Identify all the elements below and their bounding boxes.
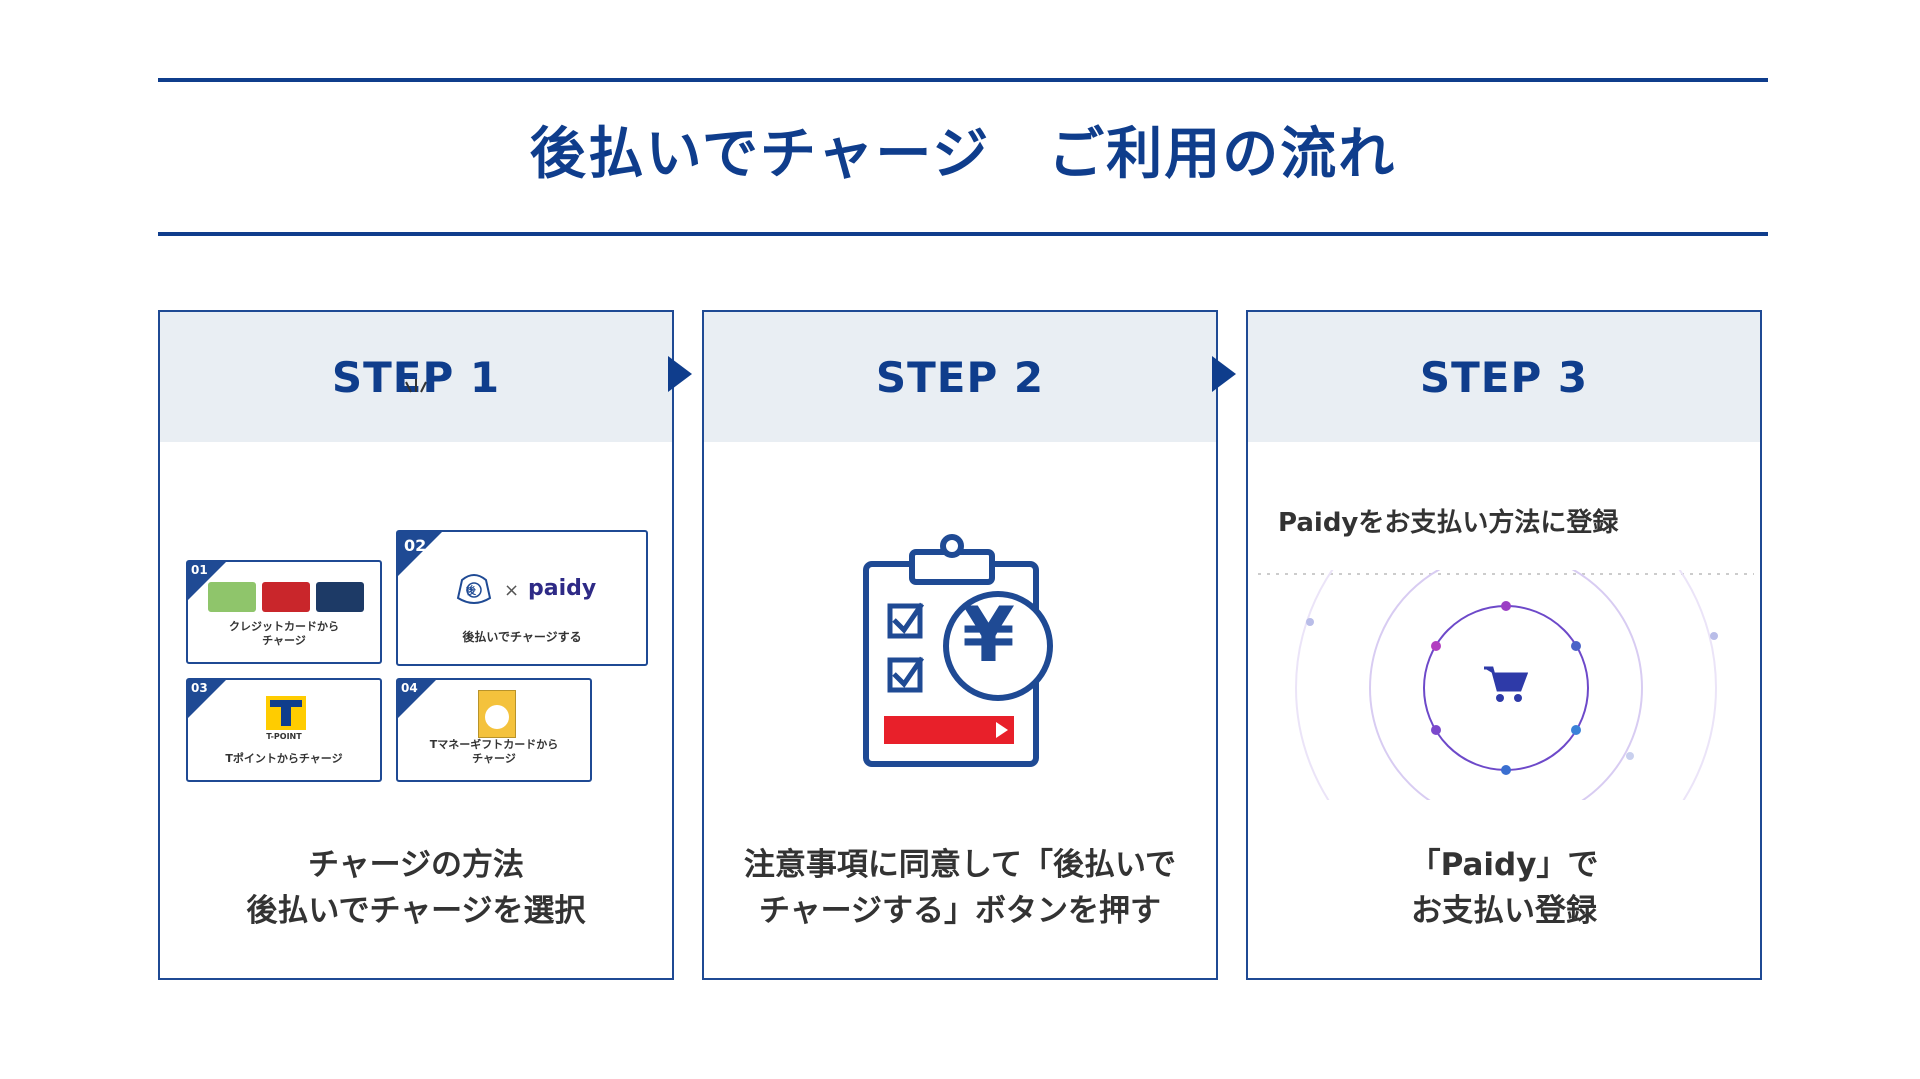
title-bottom-rule <box>158 232 1768 236</box>
gift-card-icon <box>478 690 516 738</box>
page-title: 後払いでチャージ ご利用の流れ <box>529 122 1397 187</box>
step-2-caption-line1: 注意事項に同意して「後払いで <box>743 847 1177 883</box>
mini-card-credit: 01 クレジットカードから チャージ <box>186 560 382 664</box>
mini-card-label-line1: Tマネーギフトカードから <box>429 738 559 751</box>
step-3-caption-line1: 「Paidy」で <box>1409 847 1599 883</box>
yen-symbol: ¥ <box>962 590 1015 679</box>
step-1-caption: チャージの方法 後払いでチャージを選択 <box>160 842 672 934</box>
wallet-label: 後 <box>466 586 476 597</box>
step-3-caption: 「Paidy」で お支払い登録 <box>1248 842 1760 934</box>
mini-card-label: クレジットカードから チャージ <box>188 620 380 648</box>
step-3-header: STEP 3 <box>1248 312 1760 442</box>
mini-card-label-line2: チャージ <box>472 752 516 765</box>
tpoint-logo <box>266 696 306 730</box>
credit-card-red <box>262 582 310 612</box>
mini-card-number-badge <box>398 532 442 576</box>
mini-card-number: 01 <box>191 563 208 577</box>
mini-card-number-badge <box>188 680 226 718</box>
step-1-caption-line1: チャージの方法 <box>307 847 525 883</box>
step-2-caption-line2: チャージする」ボタンを押す <box>758 893 1162 929</box>
paidy-panel-title: Paidyをお支払い方法に登録 <box>1278 508 1619 538</box>
step-1-caption-line2: 後払いでチャージを選択 <box>246 893 586 929</box>
sparkle-icon <box>405 379 427 393</box>
step-arrow-1-icon <box>668 356 692 392</box>
title-top-rule <box>158 78 1768 82</box>
step-2-caption: 注意事項に同意して「後払いで チャージする」ボタンを押す <box>704 842 1216 934</box>
step-1-header: STEP 1 <box>160 312 672 442</box>
step-3-card: STEP 3 Paidyをお支払い方法に登録 「Paidy」で お支払い登録 <box>1246 310 1762 980</box>
mini-card-number: 03 <box>191 681 208 695</box>
step-2-card: STEP 2 ¥ 注意事項に同意して「後払いで チャージする」ボタンを押す <box>702 310 1218 980</box>
mini-card-tmoney: 04 Tマネーギフトカードから チャージ <box>396 678 592 782</box>
mini-card-paidy: 02 後 × paidy 後払いでチャージする <box>396 530 648 666</box>
credit-card-navy <box>316 582 364 612</box>
wallet-icon <box>456 574 492 604</box>
mini-card-label-line2: チャージ <box>262 634 306 647</box>
step-3-caption-line2: お支払い登録 <box>1411 893 1597 929</box>
mini-card-label: Tマネーギフトカードから チャージ <box>398 738 590 766</box>
credit-card-green <box>208 582 256 612</box>
step-arrow-2-icon <box>1212 356 1236 392</box>
mini-card-label: Tポイントからチャージ <box>225 752 343 765</box>
step-1-card: STEP 1 01 クレジットカードから チャージ 02 後 × paidy 後… <box>158 310 674 980</box>
paidy-logo: paidy <box>528 576 597 601</box>
cart-icon <box>1484 666 1528 702</box>
mini-card-number: 04 <box>401 681 418 695</box>
mini-card-label: 後払いでチャージする <box>462 630 582 644</box>
times-symbol: × <box>504 580 520 601</box>
mini-card-number-badge <box>398 680 436 718</box>
step-2-header: STEP 2 <box>704 312 1216 442</box>
mini-card-number: 02 <box>404 536 427 555</box>
mini-card-label-line1: クレジットカードから <box>229 620 339 633</box>
mini-card-tpoint: STEP 3 03 T-POINT Tポイントからチャージ <box>186 678 382 782</box>
tpoint-logo-text: T-POINT <box>266 732 302 741</box>
paidy-radar-graphic <box>1258 570 1754 800</box>
clipboard-yen-icon <box>863 534 1053 767</box>
